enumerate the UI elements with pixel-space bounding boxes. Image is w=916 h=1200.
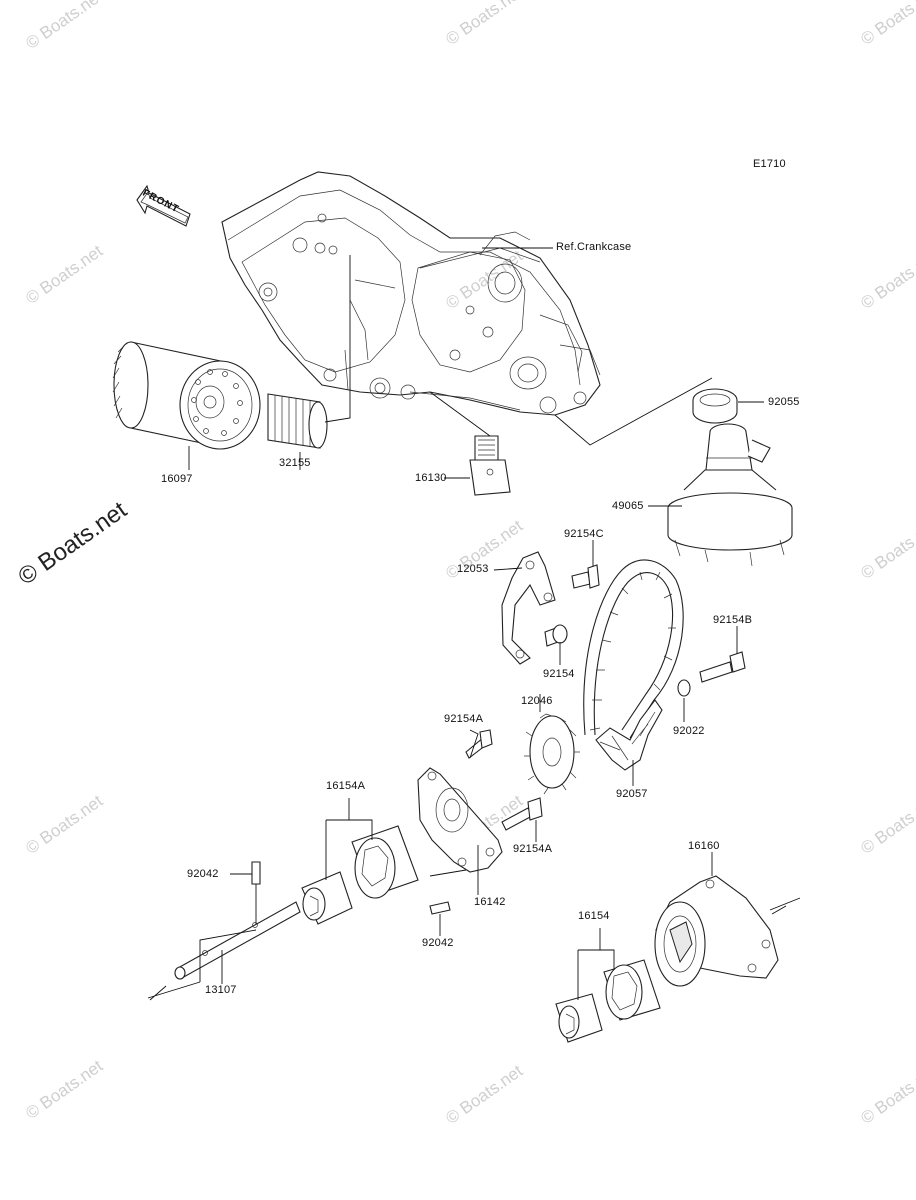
washer-drawing [677, 679, 691, 697]
rotor-outer-drawing [351, 825, 419, 899]
pin-upper-drawing [251, 861, 261, 885]
chain-drawing [583, 559, 684, 771]
part-label[interactable]: 16154A [326, 780, 366, 792]
front-arrow-icon [136, 184, 191, 227]
part-label[interactable]: 92154 [543, 668, 575, 680]
part-label[interactable]: 49065 [612, 500, 644, 512]
part-label[interactable]: 16160 [688, 840, 720, 852]
bolt-92154c-drawing [571, 564, 600, 589]
sprocket-drawing [524, 713, 580, 795]
rotor-inner-drawing [301, 871, 353, 925]
oil-filter-drawing [112, 341, 261, 450]
pump-body-drawing [654, 875, 779, 987]
part-label[interactable]: 12053 [457, 563, 489, 575]
pump-cover-drawing [417, 767, 503, 873]
part-label[interactable]: 32155 [279, 457, 311, 469]
part-label[interactable]: 92154C [564, 528, 604, 540]
part-label[interactable]: 92057 [616, 788, 648, 800]
oil-strainer-drawing [667, 423, 793, 567]
part-label[interactable]: 92022 [673, 725, 705, 737]
chain-guide-drawing [501, 551, 556, 665]
shaft-drawing [174, 901, 301, 980]
diagram-code: E1710 [753, 158, 786, 170]
bolt-92154-drawing [544, 624, 568, 647]
part-label[interactable]: 13107 [205, 984, 237, 996]
bolt-92154a-upper-drawing [465, 729, 493, 759]
bolt-92154a-lower-drawing [501, 797, 543, 831]
crankcase-drawing [221, 171, 601, 416]
part-label[interactable]: 92154A [444, 713, 484, 725]
part-label[interactable]: 16154 [578, 910, 610, 922]
bolt-92154b-drawing [699, 651, 746, 683]
part-label[interactable]: 92055 [768, 396, 800, 408]
part-label[interactable]: 16130 [415, 472, 447, 484]
part-label[interactable]: 92154B [713, 614, 753, 626]
oring-drawing [692, 388, 738, 424]
part-label[interactable]: 12046 [521, 695, 553, 707]
ref-crankcase-label: Ref.Crankcase [556, 241, 632, 253]
pin-lower-drawing [429, 901, 451, 915]
rotor-16154-outer-drawing [603, 959, 661, 1021]
part-label[interactable]: 16142 [474, 896, 506, 908]
part-label[interactable]: 92042 [422, 937, 454, 949]
part-label[interactable]: 92154A [513, 843, 553, 855]
part-label[interactable]: 92042 [187, 868, 219, 880]
pressure-switch-drawing [469, 435, 511, 496]
rotor-16154-inner-drawing [555, 993, 603, 1043]
part-label[interactable]: 16097 [161, 473, 193, 485]
bellows-drawing [267, 393, 328, 449]
